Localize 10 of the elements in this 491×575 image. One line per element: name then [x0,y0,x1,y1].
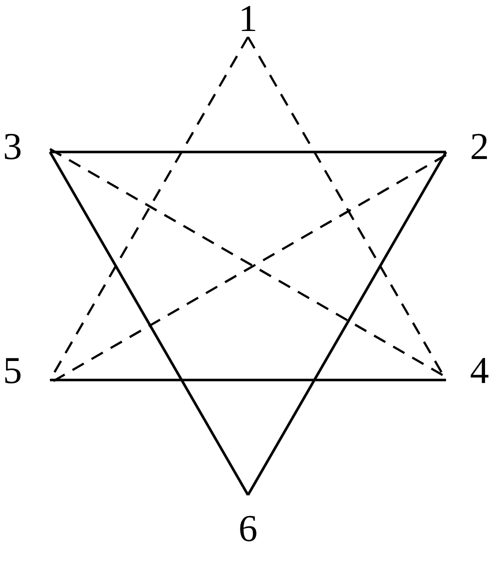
solid-line [50,378,446,382]
vertex-label: 2 [446,128,491,162]
vertex-label: 5 [0,352,50,386]
solid-line [48,151,250,496]
solid-line [50,150,446,154]
solid-line [246,151,448,496]
vertex-label: 3 [0,128,50,162]
vertex-label: 4 [446,352,491,386]
vertex-label: 1 [234,0,262,37]
vertex-label: 6 [234,495,262,547]
